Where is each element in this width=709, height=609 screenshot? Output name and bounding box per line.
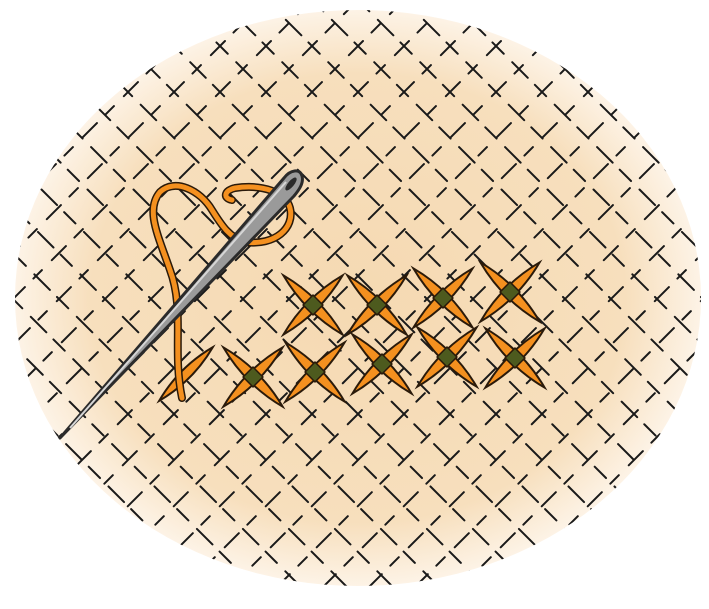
cross-stitch-icon (282, 339, 348, 405)
cross-stitch-icon (220, 344, 286, 410)
sewing-needle-icon (58, 169, 304, 440)
cross-stitch-row (156, 259, 548, 410)
cross-stitch-icon (414, 324, 480, 390)
weave-line (265, 10, 701, 586)
cross-stitch-icon (482, 325, 548, 391)
fabric-oval (15, 10, 701, 586)
stitch-center (242, 366, 264, 388)
stitch-center (436, 346, 458, 368)
cross-stitch-icon (280, 272, 346, 338)
weave-line (357, 10, 701, 586)
stitch-center (304, 361, 326, 383)
weave-line (15, 10, 324, 586)
weave-line (0, 0, 1, 609)
stitch-center (366, 294, 388, 316)
cross-stitch-icon (477, 259, 543, 325)
weave-line (15, 10, 508, 586)
stitch-center (432, 287, 454, 309)
weave-line (311, 10, 701, 586)
weave-line (173, 10, 701, 586)
stitch-center (302, 294, 324, 316)
stitch-center (504, 347, 526, 369)
cross-stitch-icon (349, 331, 415, 397)
weave-line (15, 10, 462, 586)
weave-line (15, 10, 600, 586)
cross-stitch-icon (410, 265, 476, 331)
thread-icon (149, 182, 295, 402)
stitch-center (371, 353, 393, 375)
weave-line (35, 10, 646, 586)
cross-stitch-icon (344, 272, 410, 338)
weave-line (15, 10, 416, 586)
weave-line (15, 10, 370, 586)
stitch-center (499, 281, 521, 303)
weave-line (15, 10, 554, 586)
